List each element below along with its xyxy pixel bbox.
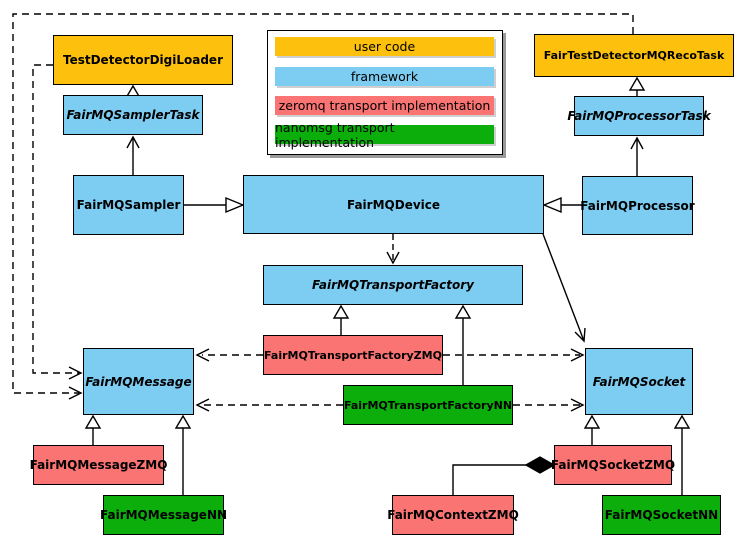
edge-factoryzmq-socket <box>443 348 585 362</box>
edge-processor-processortask <box>630 136 644 176</box>
node-fairmq-socket-zmq: FairMQSocketZMQ <box>551 445 675 485</box>
edge-factoryzmq-message <box>195 348 263 362</box>
node-fairmq-transport-factory-zmq: FairMQTransportFactoryZMQ <box>263 335 443 375</box>
edge-recotask-message <box>12 13 634 400</box>
node-fairmq-context-zmq: FairMQContextZMQ <box>387 495 519 535</box>
legend-item-zeromq: zeromq transport implementation <box>275 96 494 115</box>
node-fairmq-socket-nn: FairMQSocketNN <box>602 495 721 535</box>
node-fairmq-device: FairMQDevice <box>243 175 544 234</box>
node-fairmq-message-zmq: FairMQMessageZMQ <box>30 445 167 485</box>
node-fairmq-processor: FairMQProcessor <box>580 176 695 235</box>
legend-item-framework: framework <box>275 67 494 86</box>
edge-factoryzmq-factory <box>332 304 350 335</box>
node-fairmq-sampler-task: FairMQSamplerTask <box>63 95 203 135</box>
edge-messagenn-message <box>174 414 192 495</box>
legend-box: user code framework zeromq transport imp… <box>267 30 503 155</box>
edge-sampler-device <box>184 196 245 214</box>
node-fairmq-transport-factory: FairMQTransportFactory <box>263 265 523 305</box>
edge-factorynn-factory <box>454 304 472 385</box>
edge-digiloader-message <box>32 64 83 380</box>
edge-device-transportfactory <box>386 234 400 265</box>
node-fairmq-transport-factory-nn: FairMQTransportFactoryNN <box>343 385 513 425</box>
edge-factorynn-socket <box>513 398 585 412</box>
edge-processortask-recotask <box>628 76 646 96</box>
legend-item-user-code: user code <box>275 37 494 56</box>
node-fairmq-processor-task: FairMQProcessorTask <box>567 96 711 136</box>
node-test-detector-digi-loader: TestDetectorDigiLoader <box>53 35 233 85</box>
node-fair-test-detector-mq-reco-task: FairTestDetectorMQRecoTask <box>534 34 734 77</box>
node-fairmq-sampler: FairMQSampler <box>73 175 184 235</box>
node-fairmq-message-nn: FairMQMessageNN <box>100 495 227 535</box>
legend-item-nanomsg: nanomsg transport implementation <box>275 120 494 150</box>
node-fairmq-socket: FairMQSocket <box>585 348 693 415</box>
edge-device-socket <box>542 233 586 343</box>
edge-sampler-samplertask <box>126 135 140 175</box>
edge-contextzmq-socketzmq <box>452 456 556 495</box>
node-fairmq-message: FairMQMessage <box>83 348 194 415</box>
edge-factorynn-message <box>195 398 343 412</box>
edge-processor-device <box>542 196 582 214</box>
edge-socketzmq-socket <box>583 414 601 445</box>
edge-messagezmq-message <box>84 414 102 445</box>
edge-socketnn-socket <box>673 414 691 495</box>
